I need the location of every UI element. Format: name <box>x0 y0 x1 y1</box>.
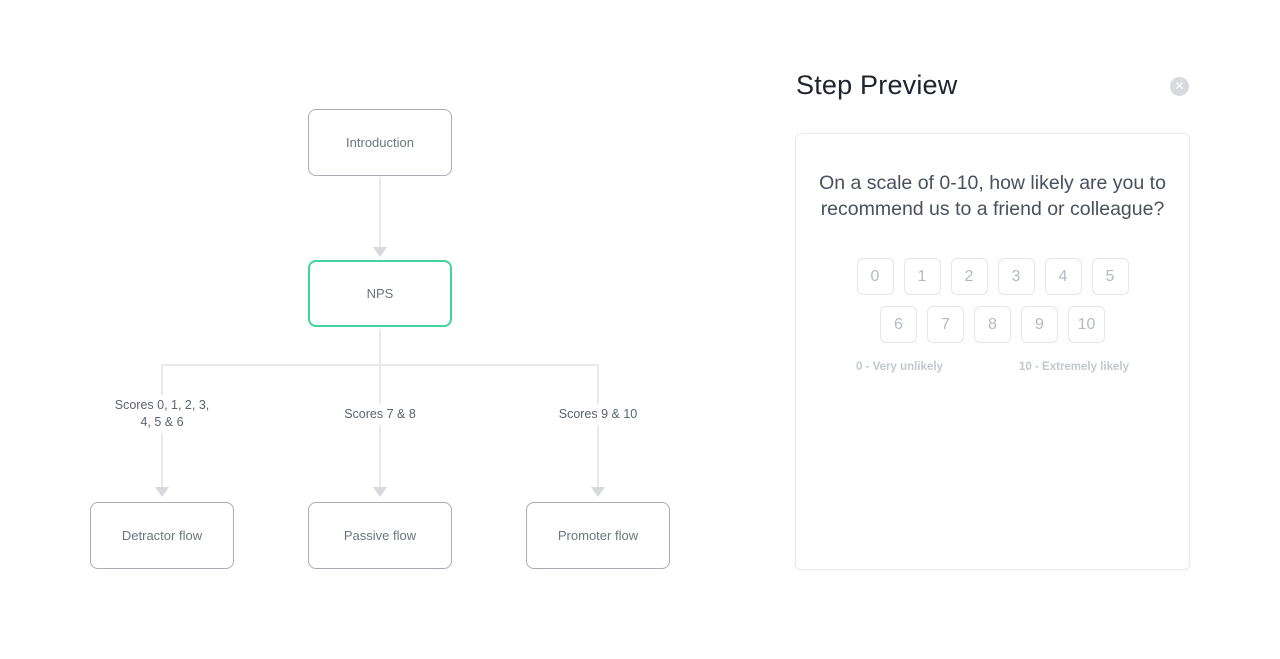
flow-node-detractor[interactable]: Detractor flow <box>90 502 234 569</box>
flow-node-passive[interactable]: Passive flow <box>308 502 452 569</box>
arrowhead-promoter-icon <box>591 487 605 497</box>
scale-button-3[interactable]: 3 <box>997 258 1035 296</box>
scale-button-9[interactable]: 9 <box>1021 306 1058 344</box>
branch-label-promoter: Scores 9 & 10 <box>546 404 650 425</box>
connector-branch-promoter <box>597 364 599 488</box>
nps-question-text: On a scale of 0-10, how likely are you t… <box>819 172 1166 220</box>
flow-node-introduction[interactable]: Introduction <box>308 109 452 176</box>
arrowhead-passive-icon <box>373 487 387 497</box>
flow-node-detractor-label: Detractor flow <box>121 528 203 543</box>
scale-button-8[interactable]: 8 <box>974 306 1011 344</box>
connector-nps-stem <box>379 329 381 365</box>
branch-label-detractor: Scores 0, 1, 2, 3, 4, 5 & 6 <box>104 395 220 433</box>
scale-button-7[interactable]: 7 <box>927 306 964 344</box>
flow-node-passive-label: Passive flow <box>343 528 417 543</box>
scale-button-10[interactable]: 10 <box>1068 306 1105 344</box>
step-preview-card: On a scale of 0-10, how likely are you t… <box>795 133 1190 570</box>
flow-node-introduction-label: Introduction <box>346 135 414 150</box>
flow-node-nps[interactable]: NPS <box>308 260 452 327</box>
nps-scale-legend: 0 - Very unlikely 10 - Extremely likely <box>856 361 1129 373</box>
nps-scale-row-1: 0 1 2 3 4 5 <box>856 258 1129 296</box>
flow-node-promoter-label: Promoter flow <box>557 528 639 543</box>
scale-button-2[interactable]: 2 <box>950 258 988 296</box>
branch-label-passive: Scores 7 & 8 <box>330 404 430 425</box>
scale-button-4[interactable]: 4 <box>1044 258 1082 296</box>
arrowhead-nps-icon <box>373 247 387 257</box>
connector-intro-nps <box>379 177 381 248</box>
scale-min-label: 0 - Very unlikely <box>856 361 943 374</box>
page-title: Step Preview <box>796 70 958 100</box>
scale-button-5[interactable]: 5 <box>1091 258 1129 296</box>
close-icon[interactable]: ✕ <box>1170 77 1189 96</box>
scale-button-6[interactable]: 6 <box>880 306 917 344</box>
nps-scale-row-2: 6 7 8 9 10 <box>880 306 1105 344</box>
arrowhead-detractor-icon <box>155 487 169 497</box>
nps-scale: 0 1 2 3 4 5 6 7 8 9 10 0 - Very unlikely… <box>796 258 1189 373</box>
scale-max-label: 10 - Extremely likely <box>1019 361 1129 374</box>
scale-button-0[interactable]: 0 <box>856 258 894 296</box>
scale-button-1[interactable]: 1 <box>903 258 941 296</box>
connector-branch-passive <box>379 364 381 488</box>
flow-node-promoter[interactable]: Promoter flow <box>526 502 670 569</box>
flow-node-nps-label: NPS <box>366 286 394 301</box>
